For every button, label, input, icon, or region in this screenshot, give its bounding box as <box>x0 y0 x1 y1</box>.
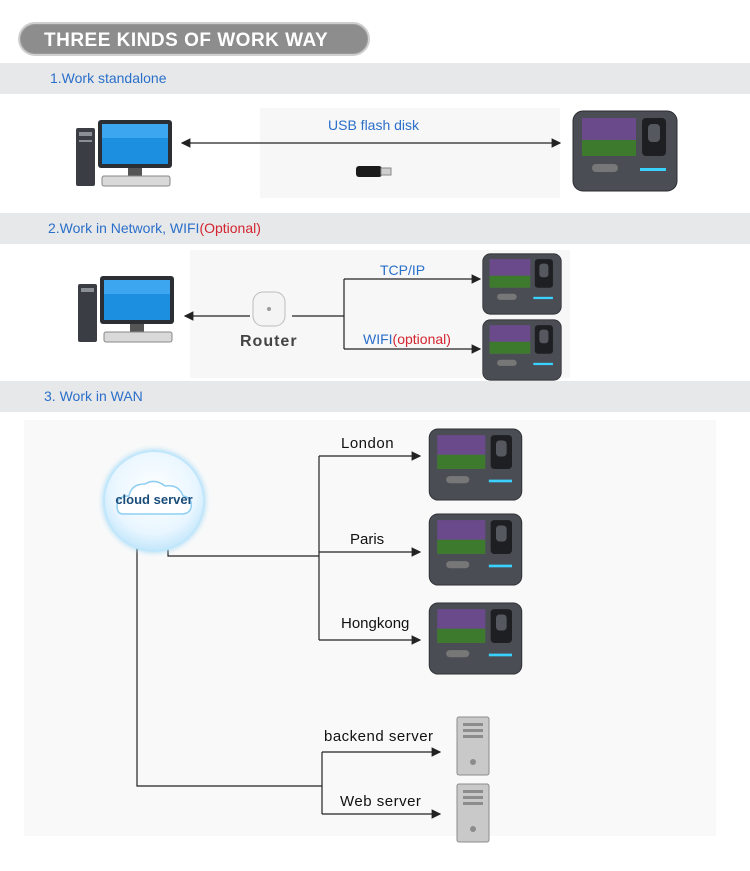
terminal-device-icon <box>428 602 523 680</box>
server-tower-icon <box>456 716 490 781</box>
tcp-label: TCP/IP <box>380 262 426 278</box>
usb-label: USB flash disk <box>328 117 420 133</box>
cloud-to-servers-link <box>136 548 322 787</box>
server-label-web: Web server <box>340 793 422 810</box>
section-2-bar: 2.Work in Network, WIFI(Optional) <box>0 213 750 244</box>
computer-icon <box>74 118 174 195</box>
usb-drive-icon <box>356 163 392 184</box>
section-3-label: 3. Work in WAN <box>44 388 143 404</box>
page-title: THREE KINDS OF WORK WAY <box>18 22 370 56</box>
terminal-device-icon <box>482 318 562 387</box>
site-label-paris: Paris <box>350 531 385 548</box>
cloud-server-label: cloud server <box>115 492 193 507</box>
server-tower-icon <box>456 783 490 848</box>
section-1-label: 1.Work standalone <box>50 70 167 86</box>
section-2-label: 2.Work in Network, WIFI(Optional) <box>48 220 261 236</box>
router-label: Router <box>240 333 298 350</box>
router-icon <box>249 290 289 335</box>
terminal-device-icon <box>572 110 678 197</box>
terminal-device-icon <box>428 513 523 591</box>
section-1-bar: 1.Work standalone <box>0 63 750 94</box>
cloud-server-icon: cloud server <box>103 450 205 552</box>
standalone-panel <box>260 108 560 198</box>
computer-icon <box>76 274 176 351</box>
section-2-optional: (Optional) <box>199 220 261 236</box>
wifi-label: WIFI(optional) <box>363 331 451 347</box>
terminal-device-icon <box>482 252 562 321</box>
site-label-hongkong: Hongkong <box>341 615 410 632</box>
site-label-london: London <box>341 435 395 452</box>
server-label-backend: backend server <box>324 728 434 745</box>
section-3-bar: 3. Work in WAN <box>0 381 750 412</box>
terminal-device-icon <box>428 428 523 506</box>
